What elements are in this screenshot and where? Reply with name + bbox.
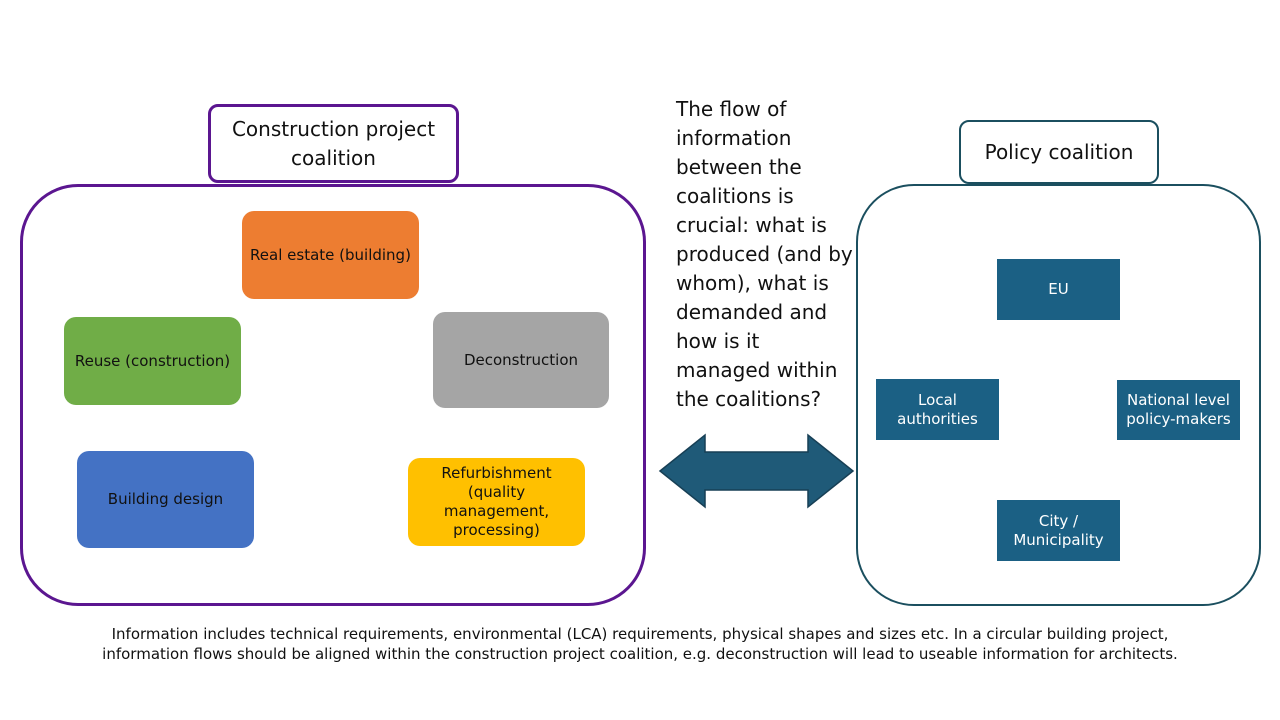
stage-deconstruction: Deconstruction	[433, 312, 609, 408]
policy-node-national: National level policy-makers	[1117, 380, 1240, 440]
stage-real-estate: Real estate (building)	[242, 211, 419, 299]
policy-node-eu-label: EU	[1048, 280, 1069, 298]
policy-node-local-authorities-label: Local authorities	[897, 390, 978, 428]
stage-deconstruction-label: Deconstruction	[463, 350, 579, 369]
stage-refurbishment-label: Refurbishment (quality management, proce…	[441, 464, 552, 539]
stage-reuse-label: Reuse (construction)	[74, 351, 231, 370]
policy-node-city: City / Municipality	[997, 500, 1120, 561]
information-flow-text: The flow of information between the coal…	[676, 95, 856, 414]
policy-coalition-title: Policy coalition	[959, 120, 1159, 184]
policy-node-city-label: City / Municipality	[1013, 511, 1104, 549]
policy-node-local-authorities: Local authorities	[876, 379, 999, 440]
construction-coalition-title-text: Construction project coalition	[231, 116, 436, 170]
stage-real-estate-label: Real estate (building)	[250, 245, 411, 264]
construction-coalition-title: Construction project coalition	[208, 104, 459, 183]
information-flow-text-content: The flow of information between the coal…	[676, 97, 853, 411]
policy-node-eu: EU	[997, 259, 1120, 320]
policy-coalition-title-text: Policy coalition	[984, 139, 1134, 164]
stage-building-design: Building design	[77, 451, 254, 548]
policy-node-national-label: National level policy-makers	[1126, 391, 1231, 428]
stage-building-design-label: Building design	[107, 490, 224, 508]
stage-refurbishment: Refurbishment (quality management, proce…	[408, 458, 585, 546]
stage-reuse: Reuse (construction)	[64, 317, 241, 405]
footnote-text: Information includes technical requireme…	[102, 625, 1178, 663]
information-flow-double-arrow	[658, 433, 855, 509]
footnote: Information includes technical requireme…	[40, 624, 1240, 664]
